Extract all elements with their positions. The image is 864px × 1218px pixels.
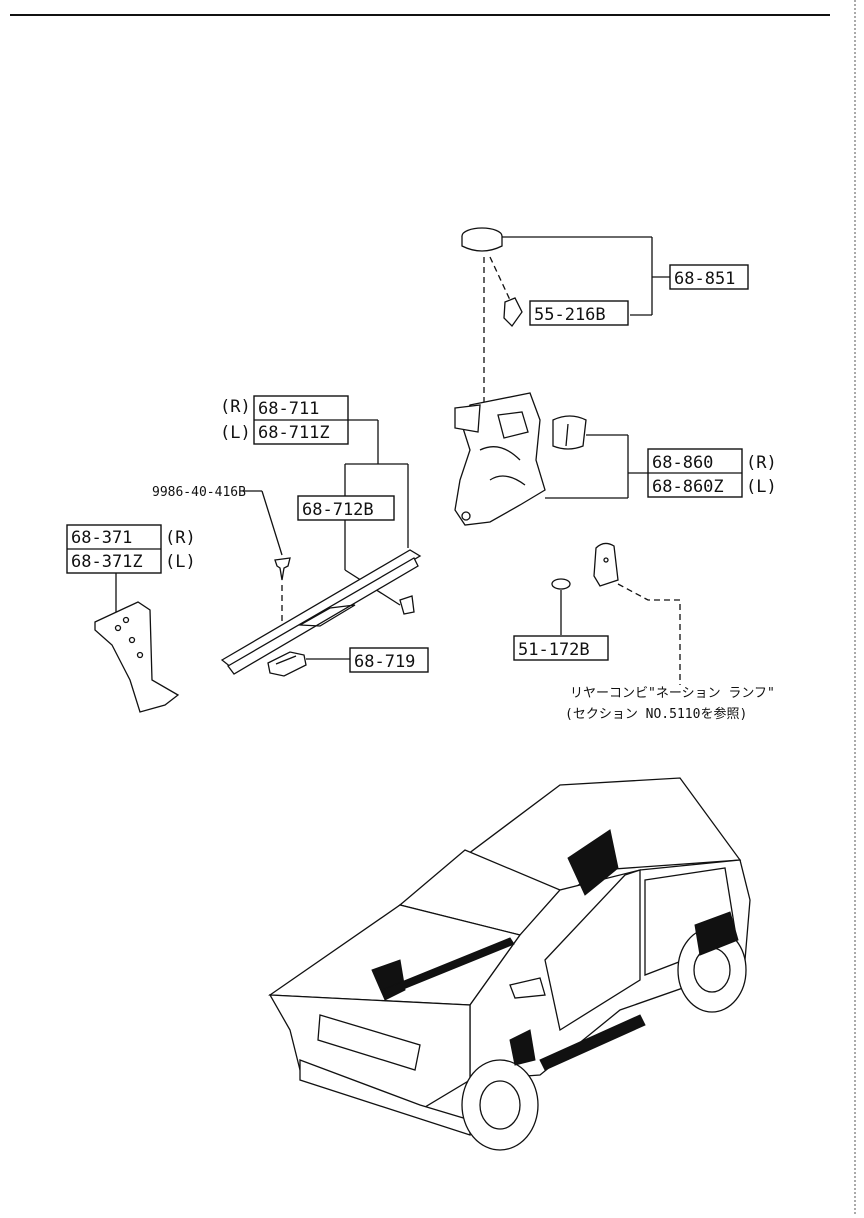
- callout-68-711z-text: 68-711Z: [258, 423, 330, 443]
- callout-68-860-text: 68-860: [652, 453, 713, 473]
- side-tag-r-860: (R): [746, 453, 777, 473]
- side-tag-r-371: (R): [165, 528, 196, 548]
- trim-cap-part: [552, 415, 587, 450]
- callout-68-851-text: 68-851: [674, 269, 735, 289]
- screw-part: [274, 557, 291, 581]
- screw-part-number: 9986-40-416B: [152, 485, 246, 500]
- reference-note-line2: (セクション NO.5110を参照): [565, 706, 747, 722]
- callout-68-712b[interactable]: 68-712B: [297, 495, 395, 521]
- callout-68-719-text: 68-719: [354, 652, 415, 672]
- side-tag-l-371: (L): [165, 552, 196, 572]
- lamp-socket-part: [593, 542, 619, 587]
- side-tag-l-860: (L): [746, 477, 777, 497]
- callout-68-719[interactable]: 68-719: [349, 647, 429, 673]
- cap-part: [461, 227, 503, 252]
- callout-55-216b-text: 55-216B: [534, 305, 606, 325]
- side-tag-r-711: (R): [220, 397, 251, 417]
- callout-68-851[interactable]: 68-851: [669, 264, 749, 290]
- callout-51-172b[interactable]: 51-172B: [513, 635, 609, 661]
- clip-part: [503, 297, 523, 328]
- scuff-plate-part: [220, 549, 422, 675]
- callout-68-371-text: 68-371: [71, 528, 132, 548]
- side-tag-l-711: (L): [220, 423, 251, 443]
- callout-68-371z-text: 68-371Z: [71, 552, 143, 572]
- reference-note-line1: リヤーコンビ"ネーション ランフ": [570, 686, 775, 701]
- callout-68-712b-text: 68-712B: [302, 500, 374, 520]
- callout-68-860z-text: 68-860Z: [652, 477, 724, 497]
- vehicle-illustration: [268, 777, 751, 1151]
- callout-68-860[interactable]: 68-860 68-860Z: [647, 448, 743, 498]
- callout-51-172b-text: 51-172B: [518, 640, 590, 660]
- trim-panel-part: [454, 392, 546, 526]
- callout-68-711-text: 68-711: [258, 399, 319, 419]
- pillar-trim-part: [94, 601, 180, 713]
- callout-68-711[interactable]: 68-711 68-711Z: [253, 395, 349, 445]
- callout-68-371[interactable]: 68-371 68-371Z: [66, 524, 162, 574]
- scuff-clip-part: [267, 651, 307, 677]
- bulb-part: [551, 578, 571, 590]
- callout-55-216b[interactable]: 55-216B: [529, 300, 629, 326]
